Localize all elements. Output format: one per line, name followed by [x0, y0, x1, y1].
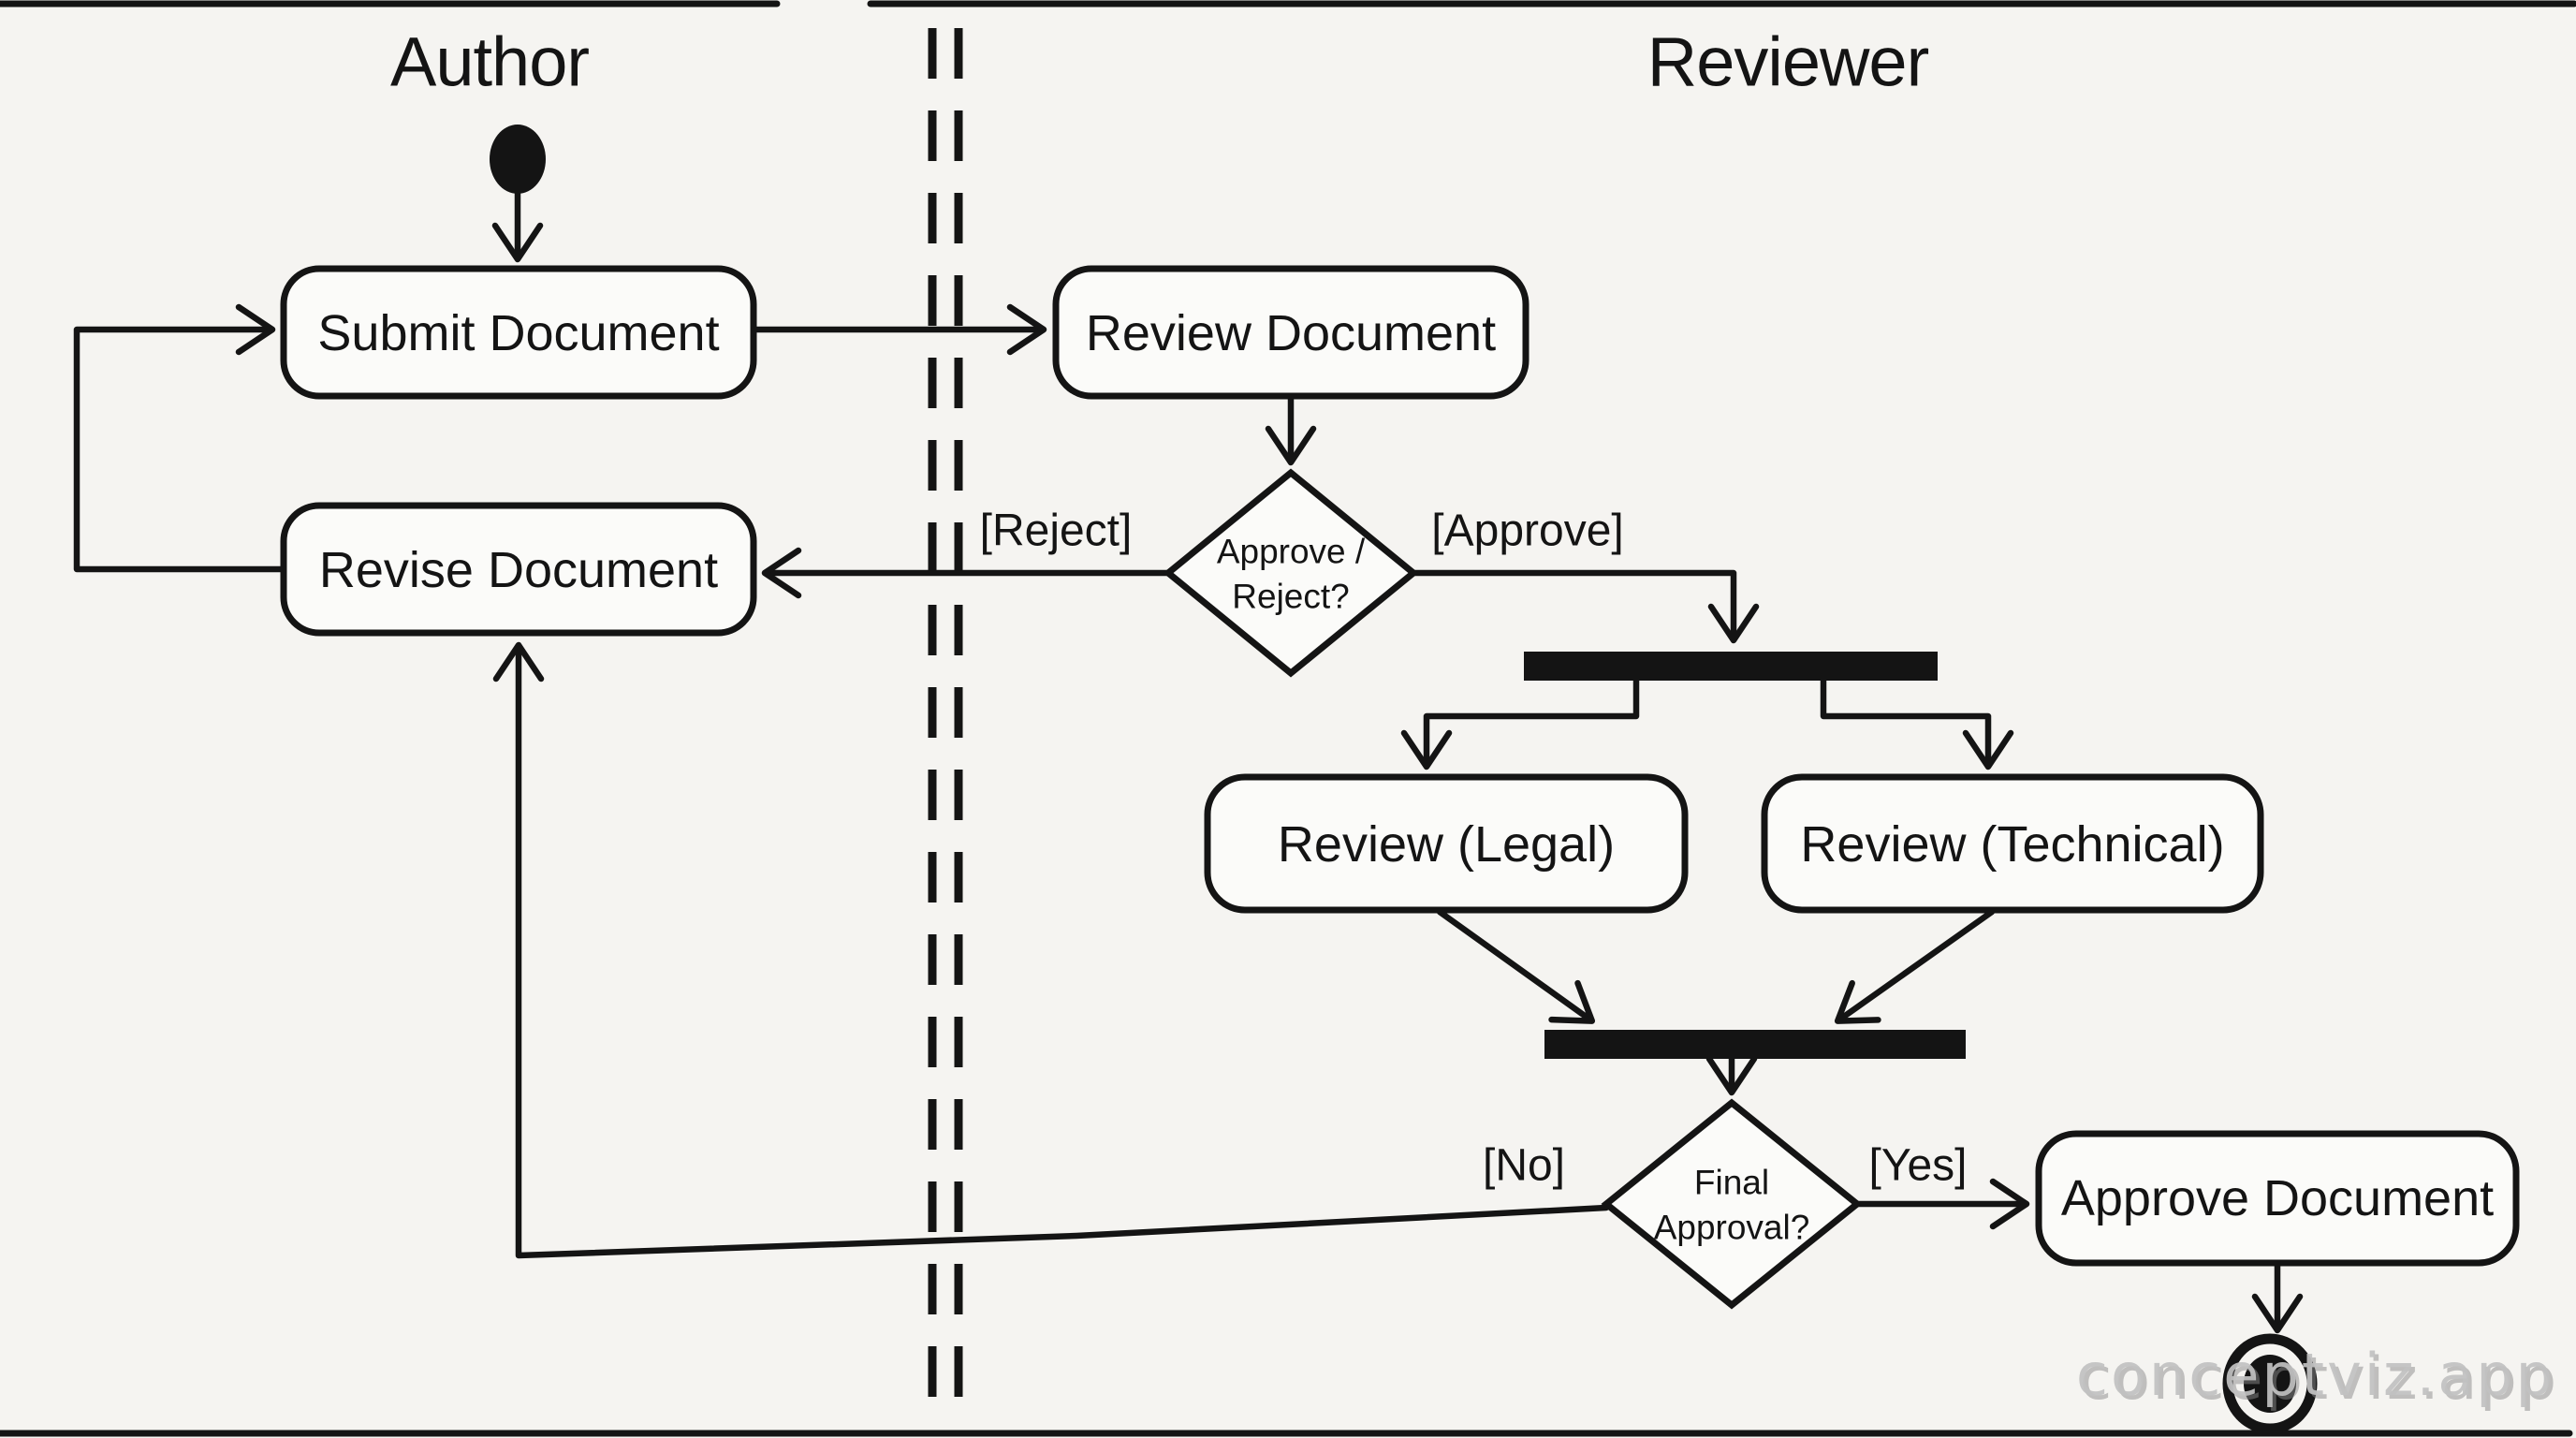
- guard-label-reject: [Reject]: [980, 506, 1133, 556]
- action-review-legal-label: Review (Legal): [1278, 816, 1615, 873]
- watermark-shadow-text: conceptviz.app: [2080, 1344, 2559, 1413]
- action-review-document-label: Review Document: [1086, 305, 1496, 361]
- end-node-inner-dot: [2244, 1355, 2296, 1413]
- edge-revise-loop-to-submit: [73, 303, 287, 573]
- action-approve-document-label: Approve Document: [2061, 1170, 2494, 1226]
- action-approve-document: [2035, 1130, 2520, 1267]
- lane-title-reviewer: Reviewer: [1647, 23, 1929, 101]
- action-submit-document: [280, 265, 757, 400]
- edge-no-to-revise: [492, 641, 1610, 1259]
- decision-final-approval-line2: Approval?: [1654, 1209, 1810, 1247]
- decision-approve-reject-line2: Reject?: [1232, 578, 1349, 616]
- action-review-document: [1052, 265, 1530, 400]
- edge-fork-to-legal: [1400, 677, 1640, 770]
- edge-approve-to-fork: [1410, 569, 1760, 644]
- decision-final-approval: [1601, 1098, 1863, 1310]
- action-submit-document-label: Submit Document: [317, 305, 719, 361]
- action-review-technical-label: Review (Technical): [1800, 816, 2224, 873]
- start-node: [490, 125, 546, 194]
- join-bar: [1544, 1030, 1966, 1059]
- action-revise-document: [280, 502, 757, 637]
- guard-label-no: [No]: [1483, 1141, 1565, 1191]
- guard-label-yes: [Yes]: [1869, 1141, 1968, 1191]
- lane-title-author: Author: [390, 23, 589, 101]
- edge-fork-to-technical: [1820, 677, 2014, 770]
- fork-bar: [1524, 652, 1938, 681]
- action-review-legal: [1204, 773, 1689, 914]
- watermark-text: conceptviz.app: [2076, 1341, 2555, 1409]
- guard-label-approve: [Approve]: [1431, 506, 1623, 556]
- decision-approve-reject: [1163, 468, 1419, 678]
- decision-final-approval-line1: Final: [1694, 1164, 1769, 1202]
- edge-technical-to-join: [1834, 908, 1996, 1024]
- end-node-outer-ring: [2222, 1333, 2318, 1434]
- action-review-technical: [1761, 773, 2264, 914]
- decision-approve-reject-line1: Approve /: [1217, 533, 1366, 571]
- action-revise-document-label: Revise Document: [319, 542, 718, 598]
- edge-legal-to-join: [1436, 908, 1596, 1024]
